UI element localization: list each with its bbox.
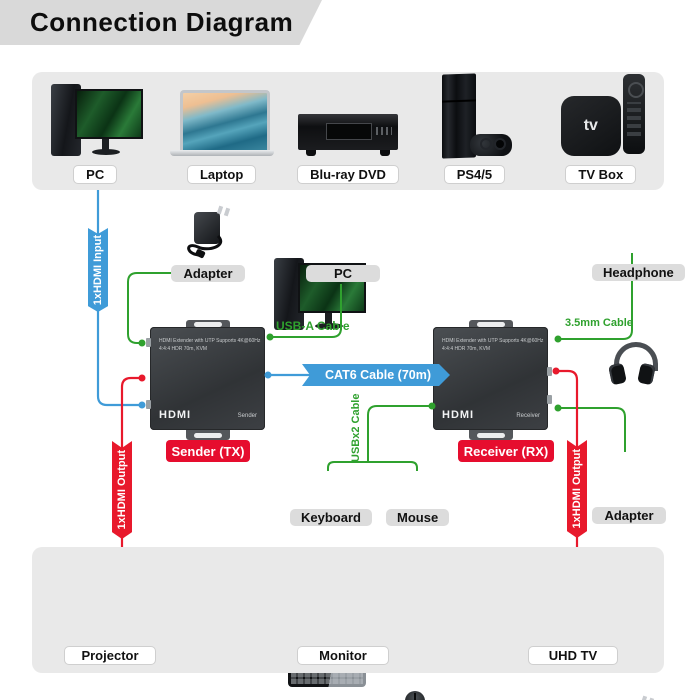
sender-power-port	[146, 338, 151, 347]
device-cell-bluray: Blu-ray DVD	[285, 72, 411, 190]
label-bluray: Blu-ray DVD	[297, 165, 399, 184]
laptop-illustration	[169, 90, 274, 160]
label-headphone: Headphone	[592, 264, 685, 281]
receiver-hdmi-port	[547, 367, 552, 376]
ps4-controller	[470, 134, 513, 156]
label-pc-mid: PC	[306, 265, 380, 282]
source-devices-panel: PC Laptop Blu-ray DVD	[32, 72, 664, 190]
sender-hdmi-port	[146, 400, 151, 409]
tvbox-logo: tv	[583, 117, 598, 134]
hdmi-output-left-ribbon: 1xHDMI Output	[112, 441, 132, 539]
bluray-display	[326, 123, 373, 140]
receiver-corner-text: Receiver	[516, 413, 540, 419]
hdmi-logo: HDMI	[442, 409, 475, 421]
pc-illustration	[49, 82, 144, 160]
device-cell-pc: PC	[32, 72, 158, 190]
pc-stand	[102, 139, 110, 150]
usbx2-cable-label: USBx2 Cable	[350, 393, 362, 462]
page-title-banner: Connection Diagram	[0, 0, 322, 45]
receiver-tag: Receiver (RX)	[458, 440, 554, 462]
apple-tv-box: tv	[560, 96, 621, 156]
pc-monitor	[75, 89, 144, 139]
hdmi-input-label: 1xHDMI Input	[92, 234, 104, 306]
sender-spec-line2: 4:4:4 HDR 70m, KVM	[159, 346, 208, 352]
device-cell-tvbox: tv TV Box	[538, 72, 664, 190]
receiver-extender: HDMI Extender with UTP Supports 4K@60Hz …	[433, 327, 552, 430]
label-adapter-left: Adapter	[171, 265, 245, 282]
usb-a-cable-label: USB-A Cable	[276, 319, 350, 333]
label-ps45: PS4/5	[443, 165, 506, 184]
adapter-left-illustration	[178, 205, 234, 262]
sender-spec-line1: HDMI Extender with UTP Supports 4K@60Hz	[159, 338, 261, 344]
label-laptop: Laptop	[186, 165, 257, 184]
label-uhd-tv: UHD TV	[528, 646, 618, 665]
device-cell-ps45: PS4/5	[411, 72, 537, 190]
hdmi-output-right-label: 1xHDMI Output	[571, 449, 583, 529]
label-adapter-right: Adapter	[592, 507, 666, 524]
hdmi-input-ribbon: 1xHDMI Input	[88, 228, 108, 312]
label-pc: PC	[73, 165, 118, 184]
receiver-spec-line1: HDMI Extender with UTP Supports 4K@60Hz	[442, 338, 544, 344]
page-title: Connection Diagram	[30, 7, 294, 37]
tvbox-illustration: tv	[555, 74, 647, 160]
hdmi-logo: HDMI	[159, 409, 192, 421]
cat6-cable-label: CAT6 Cable (70m)	[324, 368, 432, 382]
receiver-spec-line2: 4:4:4 HDR 70m, KVM	[442, 346, 491, 352]
label-projector: Projector	[64, 646, 156, 665]
mm35-cable-label: 3.5mm Cable	[565, 317, 633, 329]
laptop-base	[169, 150, 274, 156]
sender-tag: Sender (TX)	[166, 440, 250, 462]
hdmi-output-right-ribbon: 1xHDMI Output	[567, 440, 587, 538]
receiver-usb-port	[547, 395, 552, 404]
label-monitor: Monitor	[297, 646, 389, 665]
device-cell-laptop: Laptop	[158, 72, 284, 190]
mouse-illustration	[405, 690, 427, 700]
ps4-illustration	[434, 73, 514, 160]
hdmi-output-left-label: 1xHDMI Output	[116, 450, 128, 530]
pc-base	[92, 149, 121, 155]
bluray-illustration	[298, 114, 399, 160]
sender-extender: HDMI Extender with UTP Supports 4K@60Hz …	[146, 327, 265, 430]
bluray-buttons	[376, 127, 393, 135]
laptop-screen	[179, 90, 270, 153]
label-keyboard: Keyboard	[290, 509, 372, 526]
label-tvbox: TV Box	[565, 165, 637, 184]
cat6-cable-ribbon: CAT6 Cable (70m)	[302, 364, 450, 386]
headphone-illustration	[606, 340, 658, 390]
sender-corner-text: Sender	[237, 413, 257, 419]
label-mouse: Mouse	[386, 509, 450, 526]
